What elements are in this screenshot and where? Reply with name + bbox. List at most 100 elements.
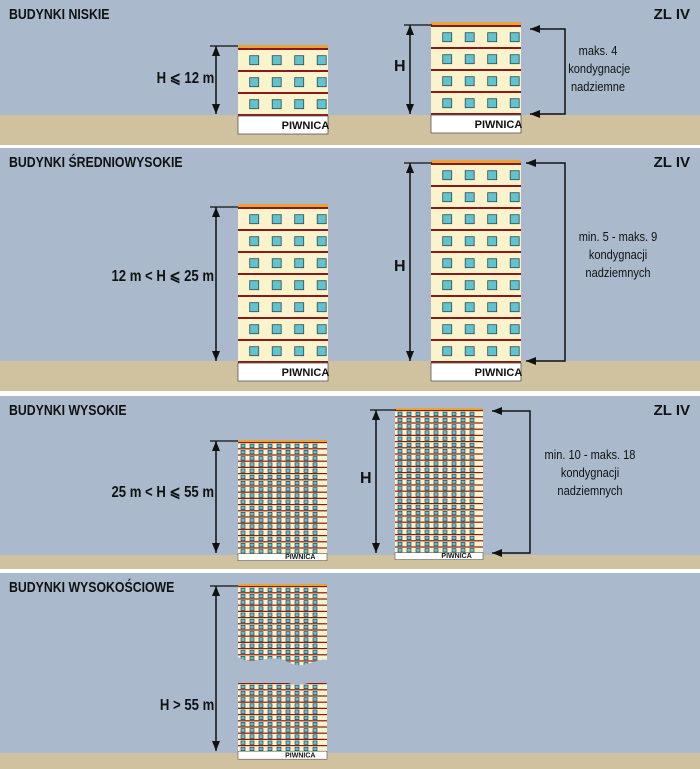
window [397, 511, 403, 516]
storeys-note-line: nadziemnych [557, 483, 623, 498]
window [442, 492, 448, 497]
window [312, 530, 318, 535]
window [406, 492, 412, 497]
floor-slab [395, 540, 483, 542]
window [312, 618, 318, 623]
window [469, 529, 475, 534]
window [303, 722, 309, 727]
window [424, 449, 430, 454]
window [258, 587, 264, 592]
floor-slab [238, 726, 327, 728]
window [312, 734, 318, 739]
window [460, 511, 466, 516]
window [249, 524, 255, 529]
window [303, 684, 309, 689]
window [276, 612, 282, 617]
window [240, 462, 246, 467]
floor-slab [431, 91, 521, 93]
window [294, 631, 300, 636]
window [464, 54, 475, 65]
window [303, 625, 309, 630]
window [451, 461, 457, 466]
window [240, 493, 246, 498]
window [509, 32, 520, 43]
window [249, 456, 255, 461]
window [487, 192, 498, 203]
window [240, 722, 246, 727]
window [267, 524, 273, 529]
window [312, 474, 318, 479]
window [424, 529, 430, 534]
window [312, 524, 318, 529]
floor-slab [238, 738, 327, 740]
window [509, 54, 520, 65]
window [509, 346, 520, 357]
window [487, 324, 498, 335]
window [433, 449, 439, 454]
window [249, 493, 255, 498]
window [433, 411, 439, 416]
window [469, 498, 475, 503]
window [406, 436, 412, 441]
window [316, 99, 327, 110]
window [285, 462, 291, 467]
window [442, 418, 448, 423]
window [285, 656, 291, 661]
basement [237, 115, 329, 135]
window [249, 536, 255, 541]
window [258, 549, 264, 554]
window [316, 236, 327, 247]
storeys-note: min. 5 - maks. 9 kondygnacji nadziemnych [567, 228, 669, 282]
floor [238, 460, 327, 467]
window [285, 618, 291, 623]
window [285, 649, 291, 654]
floor [238, 229, 328, 251]
window [276, 709, 282, 714]
window [240, 606, 246, 611]
floor-slab [395, 521, 483, 523]
window [267, 499, 273, 504]
floor [395, 540, 483, 547]
window [249, 77, 260, 88]
window [267, 697, 273, 702]
building-high: PIWNICA [237, 440, 328, 561]
window [271, 302, 282, 313]
floor [395, 484, 483, 491]
floor-slab [238, 273, 328, 275]
window [433, 480, 439, 485]
floor [238, 295, 328, 317]
window [460, 442, 466, 447]
window [258, 468, 264, 473]
window [267, 728, 273, 733]
window [312, 505, 318, 510]
window [240, 703, 246, 708]
floor [395, 453, 483, 460]
panel-title: BUDYNKI NISKIE [9, 6, 110, 23]
window [285, 703, 291, 708]
window [464, 214, 475, 225]
window [249, 637, 255, 642]
floor-slab [238, 610, 327, 612]
window [240, 512, 246, 517]
window [303, 649, 309, 654]
window [267, 493, 273, 498]
window [397, 473, 403, 478]
floor-slab [238, 714, 327, 716]
window [316, 324, 327, 335]
window [240, 734, 246, 739]
floor-slab [238, 598, 327, 600]
window [249, 214, 260, 225]
panel-medium-buildings: BUDYNKI ŚREDNIOWYSOKIE ZL IV PIWNICA PIW… [0, 148, 700, 391]
window [464, 324, 475, 335]
window [267, 722, 273, 727]
window [294, 618, 300, 623]
window [406, 424, 412, 429]
window [460, 449, 466, 454]
window [303, 728, 309, 733]
window [442, 529, 448, 534]
basement [237, 553, 328, 561]
window [249, 697, 255, 702]
floor-slab [395, 453, 483, 455]
window [415, 480, 421, 485]
floor [238, 726, 327, 733]
